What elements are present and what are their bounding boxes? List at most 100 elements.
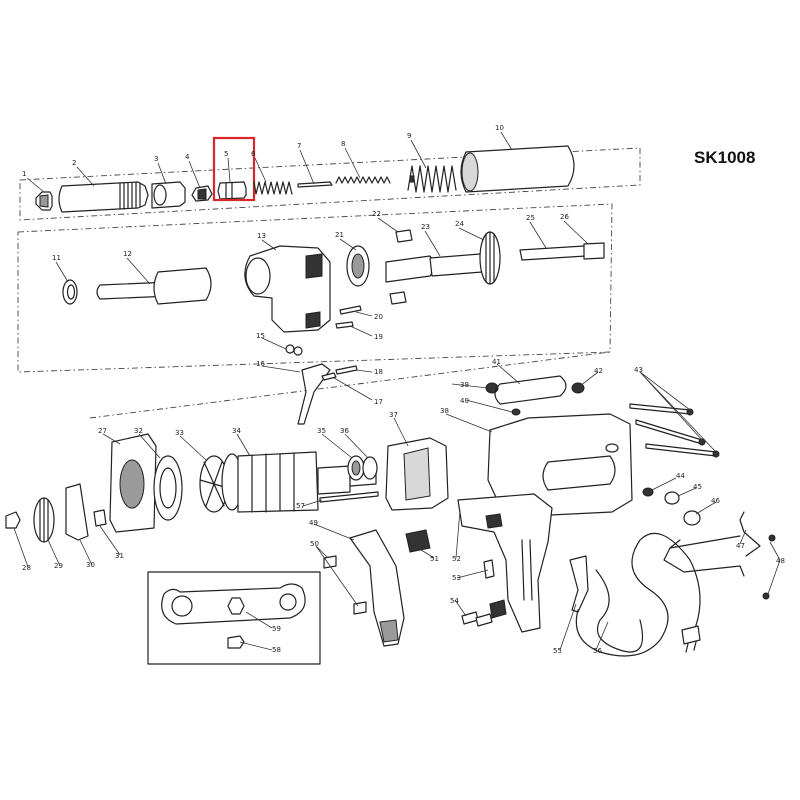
- label-part-4: 4: [185, 153, 190, 161]
- label-part-7: 7: [297, 142, 301, 150]
- label-part-48: 48: [776, 557, 785, 565]
- label-part-28: 28: [22, 564, 31, 572]
- label-part-21: 21: [335, 231, 344, 239]
- label-part-2: 2: [72, 159, 76, 167]
- label-part-47: 47: [736, 542, 745, 550]
- label-part-27: 27: [98, 427, 107, 435]
- part-44-nut: [642, 487, 654, 497]
- label-part-58: 58: [272, 646, 281, 654]
- part-28-knob: [5, 511, 21, 529]
- part-17-pin: [321, 372, 337, 381]
- part-40-nut: [511, 408, 521, 416]
- part-3-adjuster-collar: [151, 181, 186, 209]
- label-part-31: 31: [115, 552, 124, 560]
- label-part-13: 13: [257, 232, 266, 240]
- label-part-8: 8: [341, 140, 345, 148]
- label-part-52: 52: [452, 555, 461, 563]
- part-7-rod: [297, 181, 333, 188]
- label-part-55: 55: [553, 647, 562, 655]
- part-35-bearing: [347, 455, 365, 481]
- label-part-54: 54: [450, 597, 459, 605]
- label-part-32: 32: [134, 427, 143, 435]
- part-5-pin: [217, 181, 247, 200]
- label-part-17: 17: [374, 398, 383, 406]
- part-47-wire-clip: [669, 511, 761, 557]
- part-36-ring: [362, 456, 378, 480]
- label-part-49: 49: [309, 519, 318, 527]
- part-9-large-spring: [407, 165, 457, 193]
- label-part-15: 15: [256, 332, 265, 340]
- part-46-strain-relief: [683, 510, 701, 526]
- part-26-bushing: [583, 242, 605, 260]
- part-53-bracket: [483, 559, 507, 619]
- label-part-46: 46: [711, 497, 720, 505]
- part-23-spindle: [385, 253, 483, 283]
- part-41-belt-hook: [494, 375, 567, 405]
- label-part-37: 37: [389, 411, 398, 419]
- part-16-lever: [297, 363, 331, 425]
- label-part-57: 57: [296, 502, 305, 510]
- tool-kit-box: [147, 571, 321, 665]
- part-12-tube: [96, 267, 212, 305]
- label-part-22: 22: [372, 210, 381, 218]
- part-56-power-cord: [575, 532, 701, 657]
- label-part-30: 30: [86, 561, 95, 569]
- label-part-35: 35: [317, 427, 326, 435]
- label-part-40: 40: [460, 397, 469, 405]
- part-38-main-housing: [487, 413, 633, 517]
- label-part-3: 3: [154, 155, 158, 163]
- part-54-screws: [461, 611, 493, 627]
- label-part-29: 29: [54, 562, 63, 570]
- frame-link-line: [89, 351, 611, 419]
- label-part-45: 45: [693, 483, 702, 491]
- label-part-39: 39: [460, 381, 469, 389]
- label-part-6: 6: [251, 150, 256, 158]
- label-part-43: 43: [634, 366, 643, 374]
- part-20-screw: [339, 305, 362, 315]
- label-part-5: 5: [224, 150, 228, 158]
- part-52-handle-body: [457, 493, 553, 633]
- label-part-12: 12: [123, 250, 132, 258]
- part-13-gear-housing: [244, 245, 331, 333]
- label-part-41: 41: [492, 358, 501, 366]
- part-59-wrench: [161, 583, 306, 625]
- part-31-bushing: [93, 509, 107, 527]
- highlight-box-part-5: [212, 136, 256, 202]
- frame-gearbox-assembly: [17, 203, 613, 373]
- part-27-end-cap: [109, 433, 157, 533]
- part-58-bit: [227, 635, 245, 649]
- part-45-plug: [664, 491, 680, 505]
- part-50-screws: [323, 555, 367, 615]
- label-part-50: 50: [310, 540, 319, 548]
- label-part-25: 25: [526, 214, 535, 222]
- label-part-44: 44: [676, 472, 685, 480]
- part-48-cord-guard: [663, 534, 776, 600]
- leader-lines: [13, 131, 781, 651]
- label-part-51: 51: [430, 555, 439, 563]
- label-part-19: 19: [374, 333, 383, 341]
- part-24-gear: [479, 231, 501, 285]
- label-part-38: 38: [440, 407, 449, 415]
- part-29-gear: [33, 497, 55, 543]
- label-part-18: 18: [374, 368, 383, 376]
- part-11-washer: [62, 279, 78, 305]
- part-49-handle-side: [349, 529, 405, 647]
- label-part-20: 20: [374, 313, 383, 321]
- label-part-36: 36: [340, 427, 349, 435]
- label-part-53: 53: [452, 574, 461, 582]
- part-21-bearing: [346, 245, 370, 287]
- part-43-screws: [629, 403, 720, 458]
- label-part-16: 16: [256, 360, 265, 368]
- part-51-switch: [405, 529, 431, 553]
- label-part-34: 34: [232, 427, 241, 435]
- label-part-11: 11: [52, 254, 61, 262]
- part-32-baffle: [153, 455, 183, 521]
- label-part-9: 9: [407, 132, 411, 140]
- part-10-front-housing: [460, 145, 575, 193]
- label-part-24: 24: [455, 220, 464, 228]
- label-part-26: 26: [560, 213, 569, 221]
- label-part-10: 10: [495, 124, 504, 132]
- part-6-small-spring: [253, 181, 293, 195]
